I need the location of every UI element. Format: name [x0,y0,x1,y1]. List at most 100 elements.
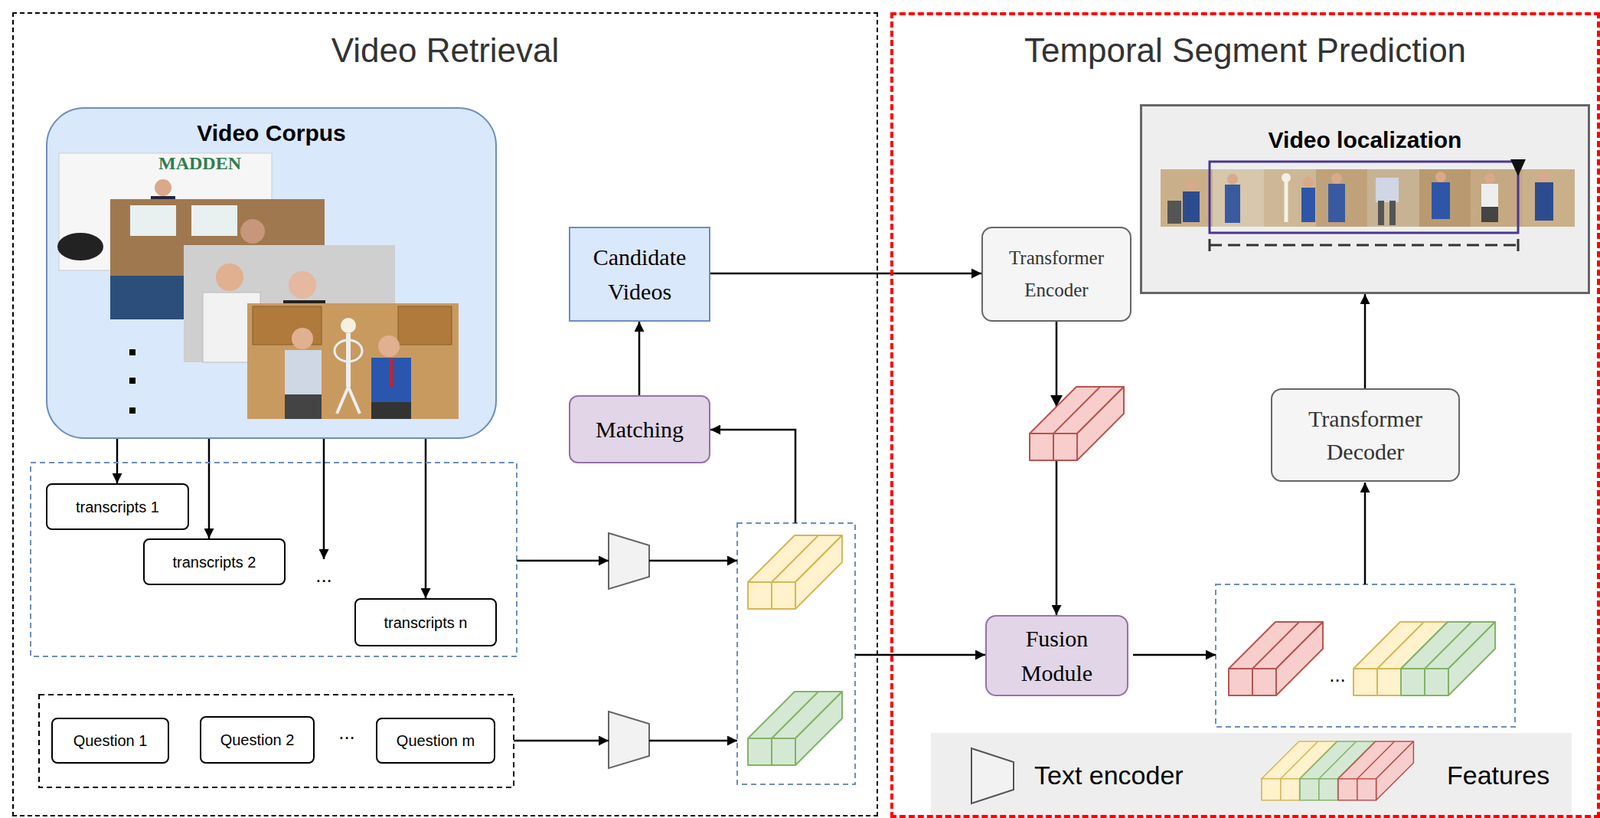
process-box: Matching [568,395,711,464]
text-encoder-symbol-part [608,711,650,768]
localization-panel-part [1331,173,1343,184]
connector-arrow [1364,293,1367,389]
ellipsis-label: ... [315,563,333,587]
localization-panel-part [1281,173,1291,183]
node-text: Question 1 [73,731,148,750]
connector-arrow [208,438,211,539]
localization-panel-part [1208,238,1212,252]
process-box: Candidate Videos [568,226,711,322]
more-dots [129,349,136,414]
process-box: Transformer Encoder [981,226,1132,322]
localization-panel-part [1185,180,1197,192]
localization-panel-part [1227,173,1238,185]
video-thumbnails [57,153,459,419]
video-thumbnails-part [348,386,360,414]
video-thumbnails-part [240,218,265,244]
legend-item: Text encoder [1034,760,1184,791]
question-box: Question 1 [51,717,170,764]
node-text: Video Corpus [196,119,346,147]
localization-panel [1139,104,1591,294]
ellipsis-label: ... [338,720,356,744]
label-holder: MADDEN [158,153,242,175]
node-text: transcripts 2 [173,552,257,572]
connector-arrow [710,272,982,275]
video-thumbnails-part [284,394,322,419]
flow-arrow-part [323,438,326,559]
node-text: transcripts 1 [75,497,160,516]
video-thumbnails-part [398,306,452,345]
localization-panel-part [1367,169,1420,227]
group-frames-part [39,694,514,787]
connector-arrow [116,438,119,484]
group-frames-part [737,522,856,784]
video-thumbnails-part [336,386,349,414]
localization-panel-part [1510,159,1526,177]
node-text: transcripts n [384,613,468,632]
localization-panel-part [1435,171,1447,183]
node-text: Candidate Videos [581,239,699,309]
output-panel: Video localization [1139,104,1591,294]
text-encoder-symbol [608,532,650,768]
video-thumbnails-part [247,303,459,419]
video-thumbnails-part [284,349,322,396]
feature-cubes-part [1029,386,1124,461]
video-thumbnails-part [371,357,412,404]
feature-cubes [747,386,1496,765]
feature-cubes-part [747,691,843,765]
localization-panel-part [1182,191,1200,223]
label-holder: ... [1328,663,1346,687]
localization-panel-part [1431,182,1450,219]
flow-arrow-part [1364,482,1367,585]
node-text: Matching [595,414,684,445]
transcript-box: transcripts 1 [45,483,190,530]
video-thumbnails-part [130,205,177,236]
localization-panel-part [1209,161,1519,233]
localization-panel-part [1224,184,1241,223]
feature-cubes-part [1400,621,1496,696]
flow-arrow [323,429,1365,741]
video-thumbnails-part [191,205,238,236]
legend-item: Features [1446,760,1550,791]
flow-arrow-part [649,559,738,562]
text-encoder-symbol-part [608,532,650,589]
flow-arrow-part [1133,653,1216,657]
label-holder: ... [315,564,333,588]
video-thumbnails-part [378,335,400,357]
region-panel: Temporal Segment PredictionTransformer E… [890,12,1600,818]
feature-cubes-part [1228,621,1323,696]
localization-panel-part [1139,104,1591,294]
localization-panel-part [1538,171,1550,183]
localization-panel-part [1167,200,1182,224]
question-box: Question 2 [199,715,315,764]
feature-cubes-part [747,535,843,609]
flow-arrow-part [513,739,609,742]
transcript-box: transcripts 2 [143,538,286,585]
video-thumbnails-part [215,263,244,291]
localization-panel-part [1212,169,1265,227]
flow-arrow-part [516,559,609,562]
question-box: Question m [375,717,496,764]
video-thumbnails-part [291,327,314,350]
video-thumbnails-part [288,271,317,299]
localization-panel-part [1419,169,1472,227]
video-thumbnails-part [371,401,412,419]
localization-panel-part [1375,177,1399,203]
more-dots-part [129,377,136,384]
more-dots-part [129,349,136,356]
localization-panel-part [1328,183,1346,223]
legend-band-part [1338,741,1414,800]
localization-panel-part [1160,169,1213,227]
localization-panel-part [1284,177,1289,223]
process-box: Fusion Module [985,614,1129,696]
legend-band-part [930,732,1572,818]
corpus-fill-part [45,107,497,439]
node-text: Video localization [1268,126,1463,154]
node-text: Temporal Segment Prediction [1024,30,1467,72]
connector-arrow [638,321,641,396]
node-text: Question m [396,731,475,750]
process-box: Transformer Decoder [1270,388,1460,482]
video-thumbnails-part [154,179,172,196]
localization-panel-part [1263,169,1316,227]
localization-panel-part [1377,200,1385,226]
